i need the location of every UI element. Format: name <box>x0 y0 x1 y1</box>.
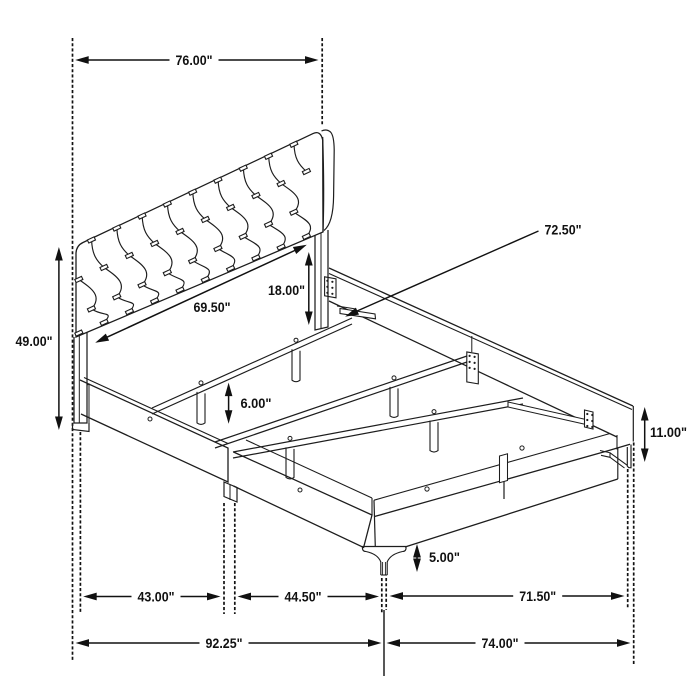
svg-text:71.50": 71.50" <box>519 588 556 604</box>
svg-text:43.00": 43.00" <box>138 589 175 605</box>
svg-text:18.00": 18.00" <box>268 282 305 298</box>
svg-text:44.50": 44.50" <box>285 589 322 605</box>
svg-text:5.00": 5.00" <box>429 549 460 565</box>
svg-text:11.00": 11.00" <box>650 424 687 440</box>
svg-text:72.50": 72.50" <box>545 222 582 238</box>
svg-text:69.50": 69.50" <box>194 299 231 315</box>
svg-text:92.25": 92.25" <box>206 635 243 651</box>
svg-text:76.00": 76.00" <box>176 52 213 68</box>
svg-text:6.00": 6.00" <box>241 395 272 411</box>
svg-text:49.00": 49.00" <box>16 333 53 349</box>
svg-text:74.00": 74.00" <box>482 635 519 651</box>
